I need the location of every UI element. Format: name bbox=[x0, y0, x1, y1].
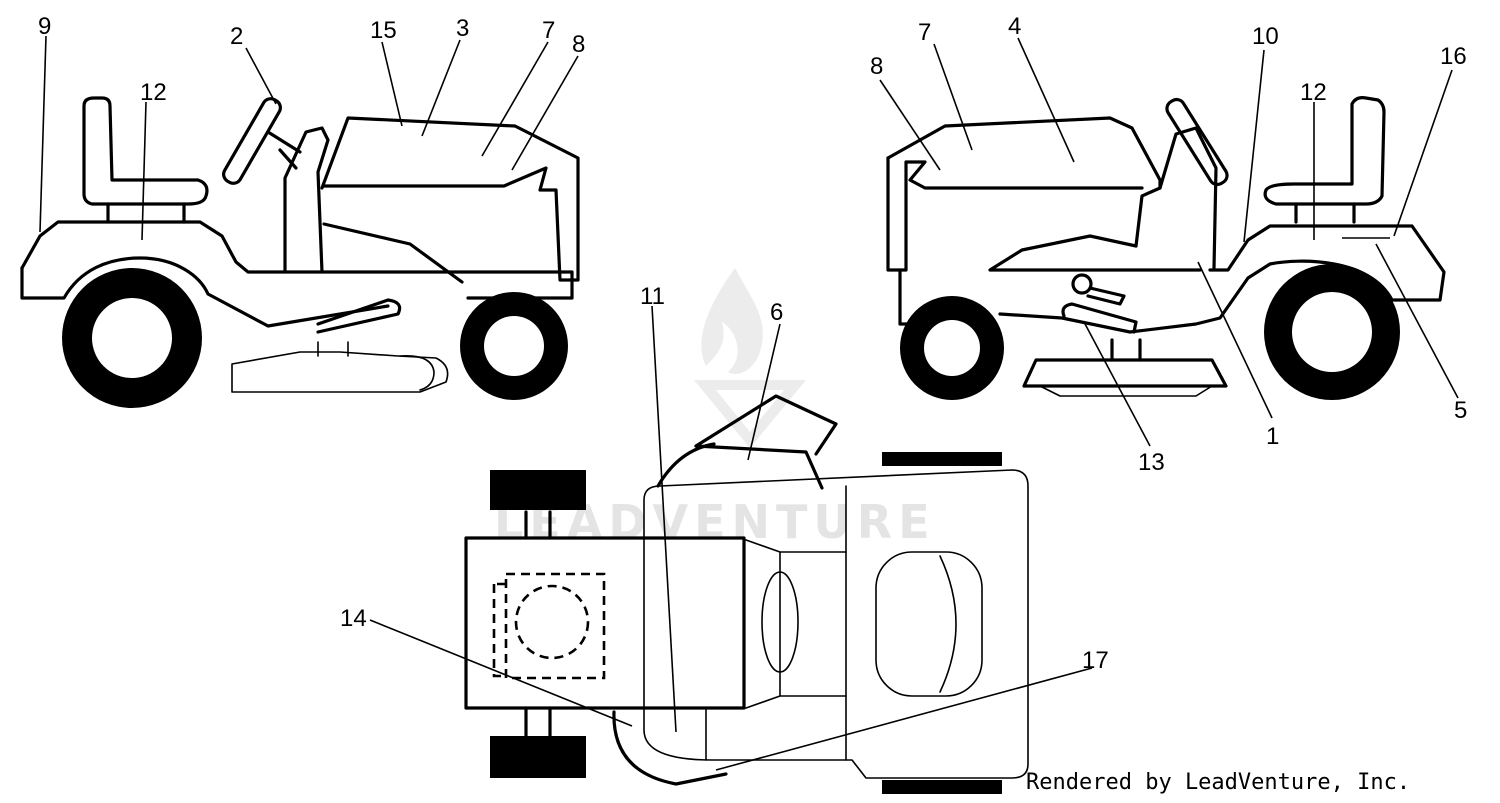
callout-5: 5 bbox=[1454, 397, 1467, 424]
callout-15: 15 bbox=[370, 17, 397, 44]
leader-lines bbox=[39, 35, 1459, 771]
callout-10: 10 bbox=[1252, 23, 1279, 50]
callout-17: 17 bbox=[1082, 647, 1109, 674]
callout-4: 4 bbox=[1008, 13, 1021, 40]
callout-11: 11 bbox=[640, 283, 665, 310]
watermark-v-icon bbox=[694, 380, 806, 448]
callout-14: 14 bbox=[340, 605, 367, 632]
callouts: 9 2 15 3 7 8 12 8 7 4 10 12 16 5 1 13 11… bbox=[38, 13, 1467, 674]
callout-6: 6 bbox=[770, 299, 783, 326]
credit-text: Rendered by LeadVenture, Inc. bbox=[1026, 770, 1411, 795]
side-view-left bbox=[20, 96, 580, 408]
top-view bbox=[464, 394, 1029, 794]
callout-13: 13 bbox=[1138, 449, 1165, 476]
callout-16: 16 bbox=[1440, 43, 1467, 70]
side-view-right bbox=[886, 96, 1446, 400]
callout-8-right: 8 bbox=[870, 53, 883, 80]
callout-12-right: 12 bbox=[1300, 79, 1327, 106]
callout-12-left: 12 bbox=[140, 79, 167, 106]
callout-9: 9 bbox=[38, 13, 51, 40]
callout-8-left: 8 bbox=[572, 31, 585, 58]
callout-1: 1 bbox=[1266, 423, 1279, 450]
callout-2: 2 bbox=[230, 23, 243, 50]
watermark-flame-icon bbox=[701, 268, 763, 374]
callout-7-left: 7 bbox=[542, 17, 555, 44]
callout-3: 3 bbox=[456, 15, 469, 42]
callout-7-right: 7 bbox=[918, 19, 931, 46]
